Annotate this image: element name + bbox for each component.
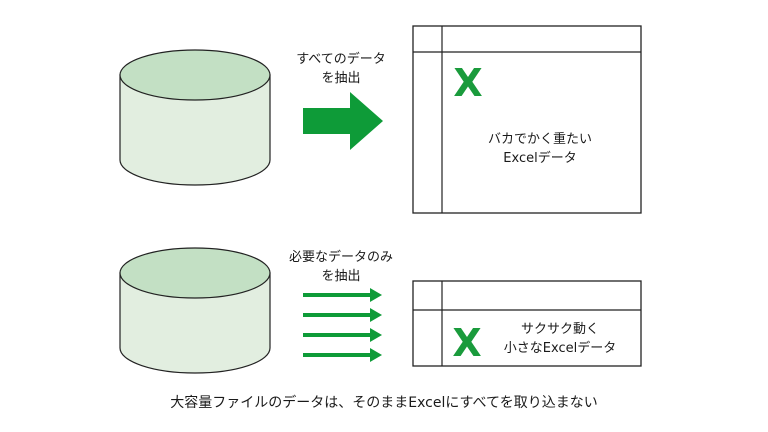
small-sheet-label: サクサク動く 小さなExcelデータ bbox=[503, 322, 617, 356]
thin-arrow-3 bbox=[303, 328, 382, 342]
thin-arrow-1 bbox=[303, 288, 382, 302]
extract-all-label: すべてのデータ を抽出 bbox=[296, 52, 386, 86]
source-database-bottom bbox=[119, 247, 271, 374]
large-spreadsheet: X bbox=[412, 25, 642, 214]
extract-needed-arrows bbox=[303, 288, 382, 362]
excel-logo-icon: X bbox=[453, 61, 482, 105]
thin-arrow-2 bbox=[303, 308, 382, 322]
caption: 大容量ファイルのデータは、そのままExcelにすべてを取り込まない bbox=[170, 395, 598, 411]
large-sheet-label: バカでかく重たい Excelデータ bbox=[487, 132, 592, 166]
thin-arrow-4 bbox=[303, 348, 382, 362]
small-spreadsheet: X bbox=[412, 280, 642, 367]
extract-needed-label: 必要なデータのみ を抽出 bbox=[288, 250, 393, 284]
excel-logo-icon: X bbox=[452, 321, 481, 365]
extract-all-arrow bbox=[303, 92, 383, 150]
source-database-top bbox=[119, 49, 271, 186]
